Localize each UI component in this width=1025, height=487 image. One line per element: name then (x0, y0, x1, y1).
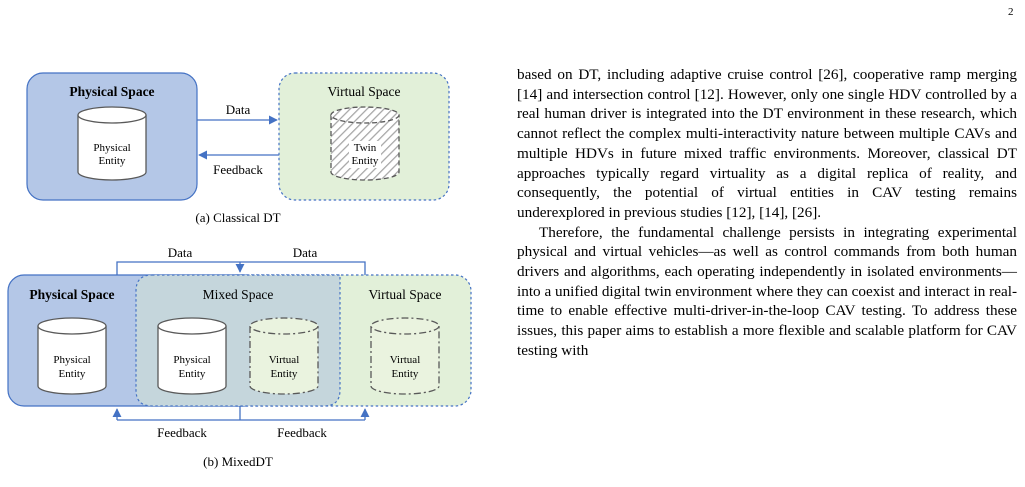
physical-entity-cylinder-b2: Physical Entity (157, 317, 227, 395)
virtual-entity-b2-line1: Virtual (390, 354, 421, 366)
physical-space-label-a: Physical Space (69, 84, 154, 99)
data-label-a: Data (226, 102, 251, 117)
virtual-entity-cylinder-b1: Virtual Entity (249, 317, 319, 395)
caption-b: (b) MixedDT (203, 454, 273, 469)
twin-entity-label-line2: Entity (352, 155, 379, 167)
virtual-entity-b2-line2: Entity (392, 368, 419, 380)
mixed-space-label-b: Mixed Space (203, 287, 274, 302)
data-label-b-right: Data (293, 245, 318, 260)
body-paragraph-2: Therefore, the fundamental challenge per… (517, 223, 1017, 359)
physical-entity-label-a-line1: Physical (93, 142, 130, 154)
physical-entity-b2-line1: Physical (173, 354, 210, 366)
data-label-b-left: Data (168, 245, 193, 260)
caption-a: (a) Classical DT (195, 210, 280, 225)
feedback-label-a: Feedback (213, 162, 263, 177)
physical-entity-b2-line2: Entity (179, 368, 206, 380)
figure: Physical Space Virtual Space Physical En… (7, 72, 472, 469)
physical-entity-label-a-line2: Entity (99, 155, 126, 167)
twin-entity-label-line1: Twin (354, 142, 377, 154)
virtual-entity-cylinder-b2: Virtual Entity (370, 317, 440, 395)
feedback-label-b-right: Feedback (277, 425, 327, 440)
virtual-space-label-a: Virtual Space (327, 84, 400, 99)
page-number: 2 (1008, 6, 1014, 18)
physical-entity-cylinder-a: Physical Entity (77, 106, 147, 181)
virtual-space-label-b: Virtual Space (368, 287, 441, 302)
physical-entity-cylinder-b1: Physical Entity (37, 317, 107, 395)
figure-b: Data Data Physical Space Mixed Space Vir… (7, 245, 472, 469)
virtual-entity-b1-line2: Entity (271, 368, 298, 380)
physical-entity-b1-line1: Physical (53, 354, 90, 366)
figure-a: Physical Space Virtual Space Physical En… (26, 72, 450, 225)
twin-entity-cylinder-a: Twin Entity (330, 106, 400, 181)
data-line-top (116, 261, 366, 275)
body-text-column: based on DT, including adaptive cruise c… (517, 65, 1017, 361)
virtual-entity-b1-line1: Virtual (269, 354, 300, 366)
physical-space-label-b: Physical Space (29, 287, 114, 302)
body-paragraph-1: based on DT, including adaptive cruise c… (517, 66, 1017, 221)
feedback-label-b-left: Feedback (157, 425, 207, 440)
physical-entity-b1-line2: Entity (59, 368, 86, 380)
